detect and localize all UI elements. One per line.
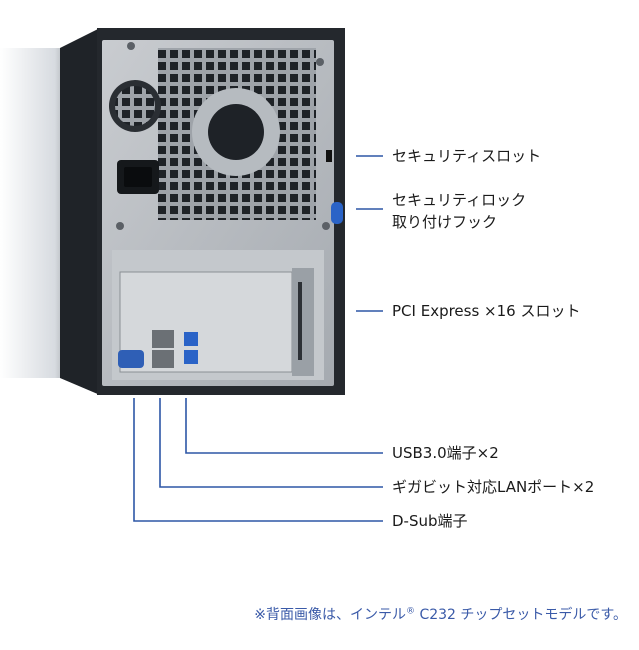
dsub-label: D-Sub端子	[392, 512, 468, 530]
security-lock-label-line1: セキュリティロック	[392, 191, 527, 209]
security-slot-label: セキュリティスロット	[392, 147, 542, 165]
security-lock-hook	[331, 202, 343, 224]
usb-label: USB3.0端子×2	[392, 444, 499, 462]
pci-express-label: PCI Express ×16 スロット	[392, 302, 581, 320]
security-lock-label-line2: 取り付けフック	[392, 213, 498, 231]
footnote-text-after: C232 チップセットモデルです。	[415, 607, 627, 623]
vga-port	[118, 350, 144, 368]
footnote-text-before: ※背面画像は、インテル	[254, 607, 406, 623]
registered-mark: ®	[406, 606, 415, 617]
security-slot	[326, 150, 332, 162]
security-lock-label: セキュリティロック 取り付けフック	[392, 189, 526, 233]
footnote: ※背面画像は、インテル® C232 チップセットモデルです。	[254, 604, 627, 624]
lan-label: ギガビット対応LANポート×2	[392, 478, 595, 496]
